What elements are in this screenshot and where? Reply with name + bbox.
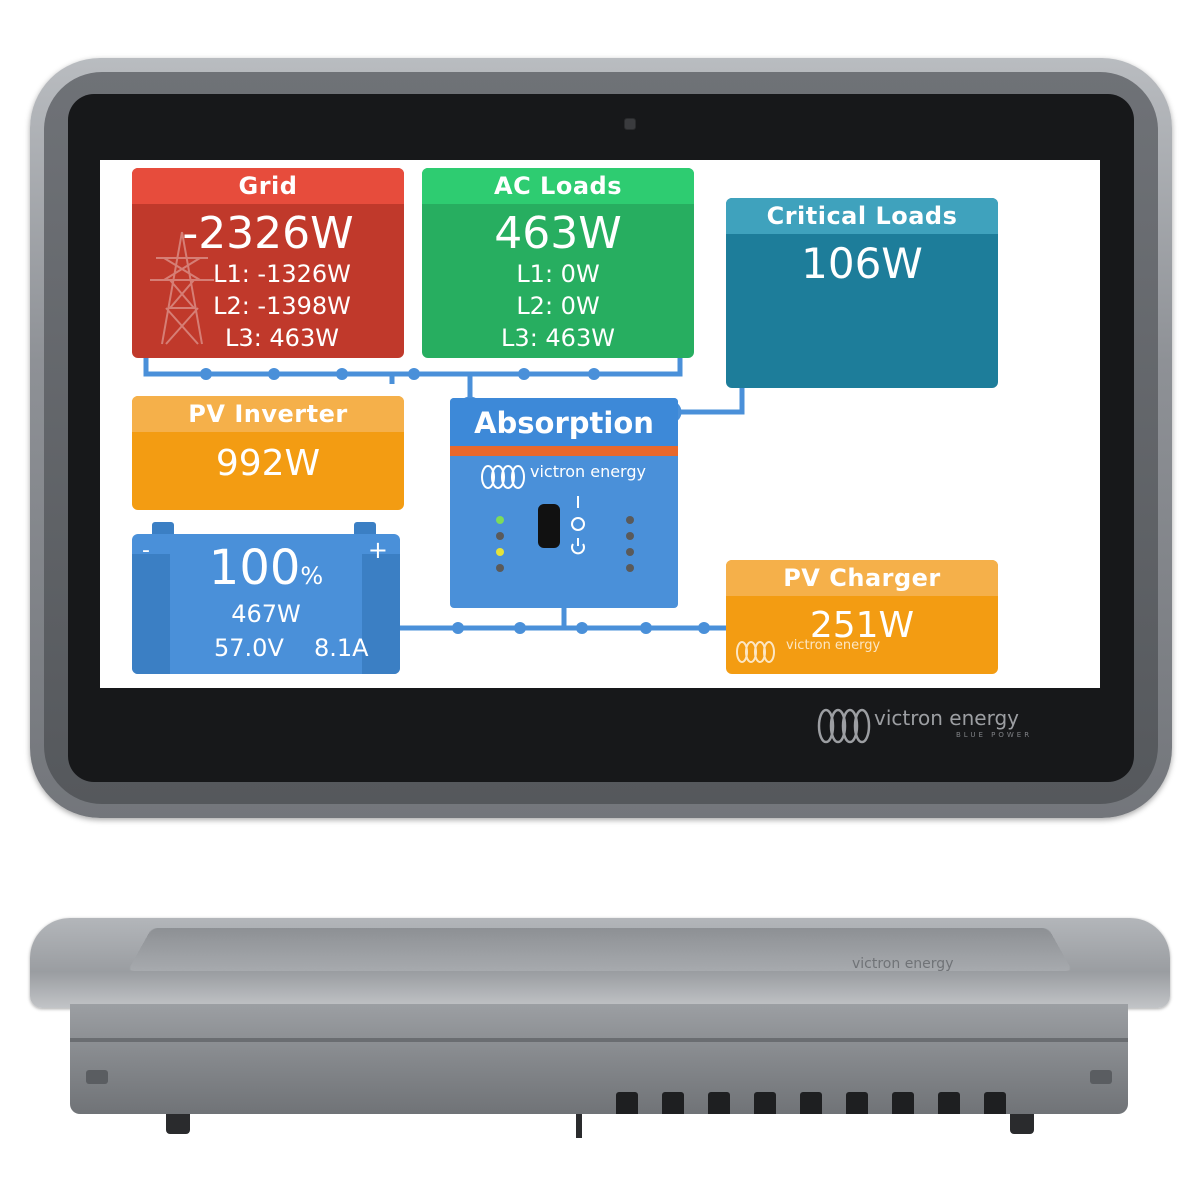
battery-pole-right (362, 554, 400, 674)
battery-terminal-negative (152, 522, 174, 534)
grid-l1: L1: -1326W (213, 260, 351, 288)
pv-charger-power: 251W (809, 605, 915, 646)
ac-loads-l3: L3: 463W (501, 324, 615, 352)
pv-charger-title: PV Charger (726, 560, 998, 596)
grid-title: Grid (132, 168, 404, 204)
vent-slot (938, 1092, 960, 1114)
grid-l2: L2: -1398W (213, 292, 351, 320)
grid-total-power: -2326W (182, 208, 354, 259)
battery-minus-sign: - (142, 538, 150, 563)
pv-charger-brand: victron energy (786, 638, 881, 653)
battery-terminal-positive (354, 522, 376, 534)
device-foot-right (1010, 1114, 1034, 1134)
grid-tile[interactable]: Grid -2326W L1: -1326W L2: -1398W L3: 46… (132, 168, 404, 358)
usb-port (538, 504, 560, 548)
battery-voltage: 57.0V (214, 634, 284, 662)
vent-slot (708, 1092, 730, 1114)
battery-tile[interactable]: - + 100% 467W 57.0V 8.1A (132, 534, 400, 674)
inverter-brand: victron energy (530, 462, 646, 481)
pv-charger-tile[interactable]: PV Charger 251W victron energy (726, 560, 998, 674)
battery-plus-sign: + (367, 536, 388, 564)
vent-slot (800, 1092, 822, 1114)
power-pylon-icon (150, 231, 214, 345)
ac-loads-l1: L1: 0W (516, 260, 600, 288)
device-logo: victron energy BLUE POWER (810, 704, 1070, 754)
device-foot-left (166, 1114, 190, 1134)
inverter-state: Absorption (450, 398, 678, 446)
ac-loads-tile[interactable]: AC Loads 463W L1: 0W L2: 0W L3: 463W (422, 168, 694, 358)
device-tagline: BLUE POWER (956, 731, 1033, 739)
camera-icon (624, 118, 636, 130)
device-connector-stub (576, 1114, 582, 1138)
inverter-charger-tile[interactable]: Absorption victron energy (450, 398, 678, 608)
critical-loads-tile[interactable]: Critical Loads 106W (726, 198, 998, 388)
device-front-view: Grid -2326W L1: -1326W L2: -1398W L3: 46… (30, 58, 1172, 818)
device-side-body (70, 1004, 1128, 1114)
led-off-6 (626, 564, 634, 572)
vent-slot (662, 1092, 684, 1114)
critical-loads-title: Critical Loads (726, 198, 998, 234)
victron-logo-icon (817, 708, 871, 744)
battery-pole-left (132, 554, 170, 674)
screw-right (1090, 1070, 1112, 1084)
vent-slot (984, 1092, 1006, 1114)
led-off-3 (626, 516, 634, 524)
led-off-4 (626, 532, 634, 540)
pv-inverter-power: 992W (215, 443, 321, 484)
battery-soc: 100% (132, 540, 400, 596)
critical-loads-power: 106W (801, 239, 923, 288)
battery-power: 467W (231, 600, 301, 628)
pv-inverter-title: PV Inverter (132, 396, 404, 432)
vent-slot (892, 1092, 914, 1114)
battery-soc-unit: % (300, 562, 324, 590)
ac-loads-l2: L2: 0W (516, 292, 600, 320)
led-yellow (496, 548, 504, 556)
battery-current: 8.1A (314, 634, 369, 662)
overview-screen: Grid -2326W L1: -1326W L2: -1398W L3: 46… (100, 160, 1100, 688)
led-off-5 (626, 548, 634, 556)
led-off-2 (496, 564, 504, 572)
screw-left (86, 1070, 108, 1084)
vent-slot (754, 1092, 776, 1114)
vent-slot (846, 1092, 868, 1114)
device-side-top: victron energy (30, 918, 1170, 1008)
led-green-1 (496, 516, 504, 524)
grid-l3: L3: 463W (225, 324, 339, 352)
battery-soc-value: 100 (208, 540, 301, 596)
ac-loads-total-power: 463W (494, 208, 622, 259)
victron-logo-icon (736, 641, 775, 663)
device-side-lip (70, 1038, 1128, 1042)
power-switch-icon (571, 496, 585, 555)
pv-inverter-tile[interactable]: PV Inverter 992W (132, 396, 404, 510)
vent-slot (616, 1092, 638, 1114)
device-side-brand: victron energy (852, 956, 954, 972)
led-off-1 (496, 532, 504, 540)
victron-logo-icon (481, 465, 525, 489)
ac-loads-title: AC Loads (422, 168, 694, 204)
device-brand: victron energy (874, 706, 1019, 730)
inverter-accent-bar (450, 446, 678, 456)
